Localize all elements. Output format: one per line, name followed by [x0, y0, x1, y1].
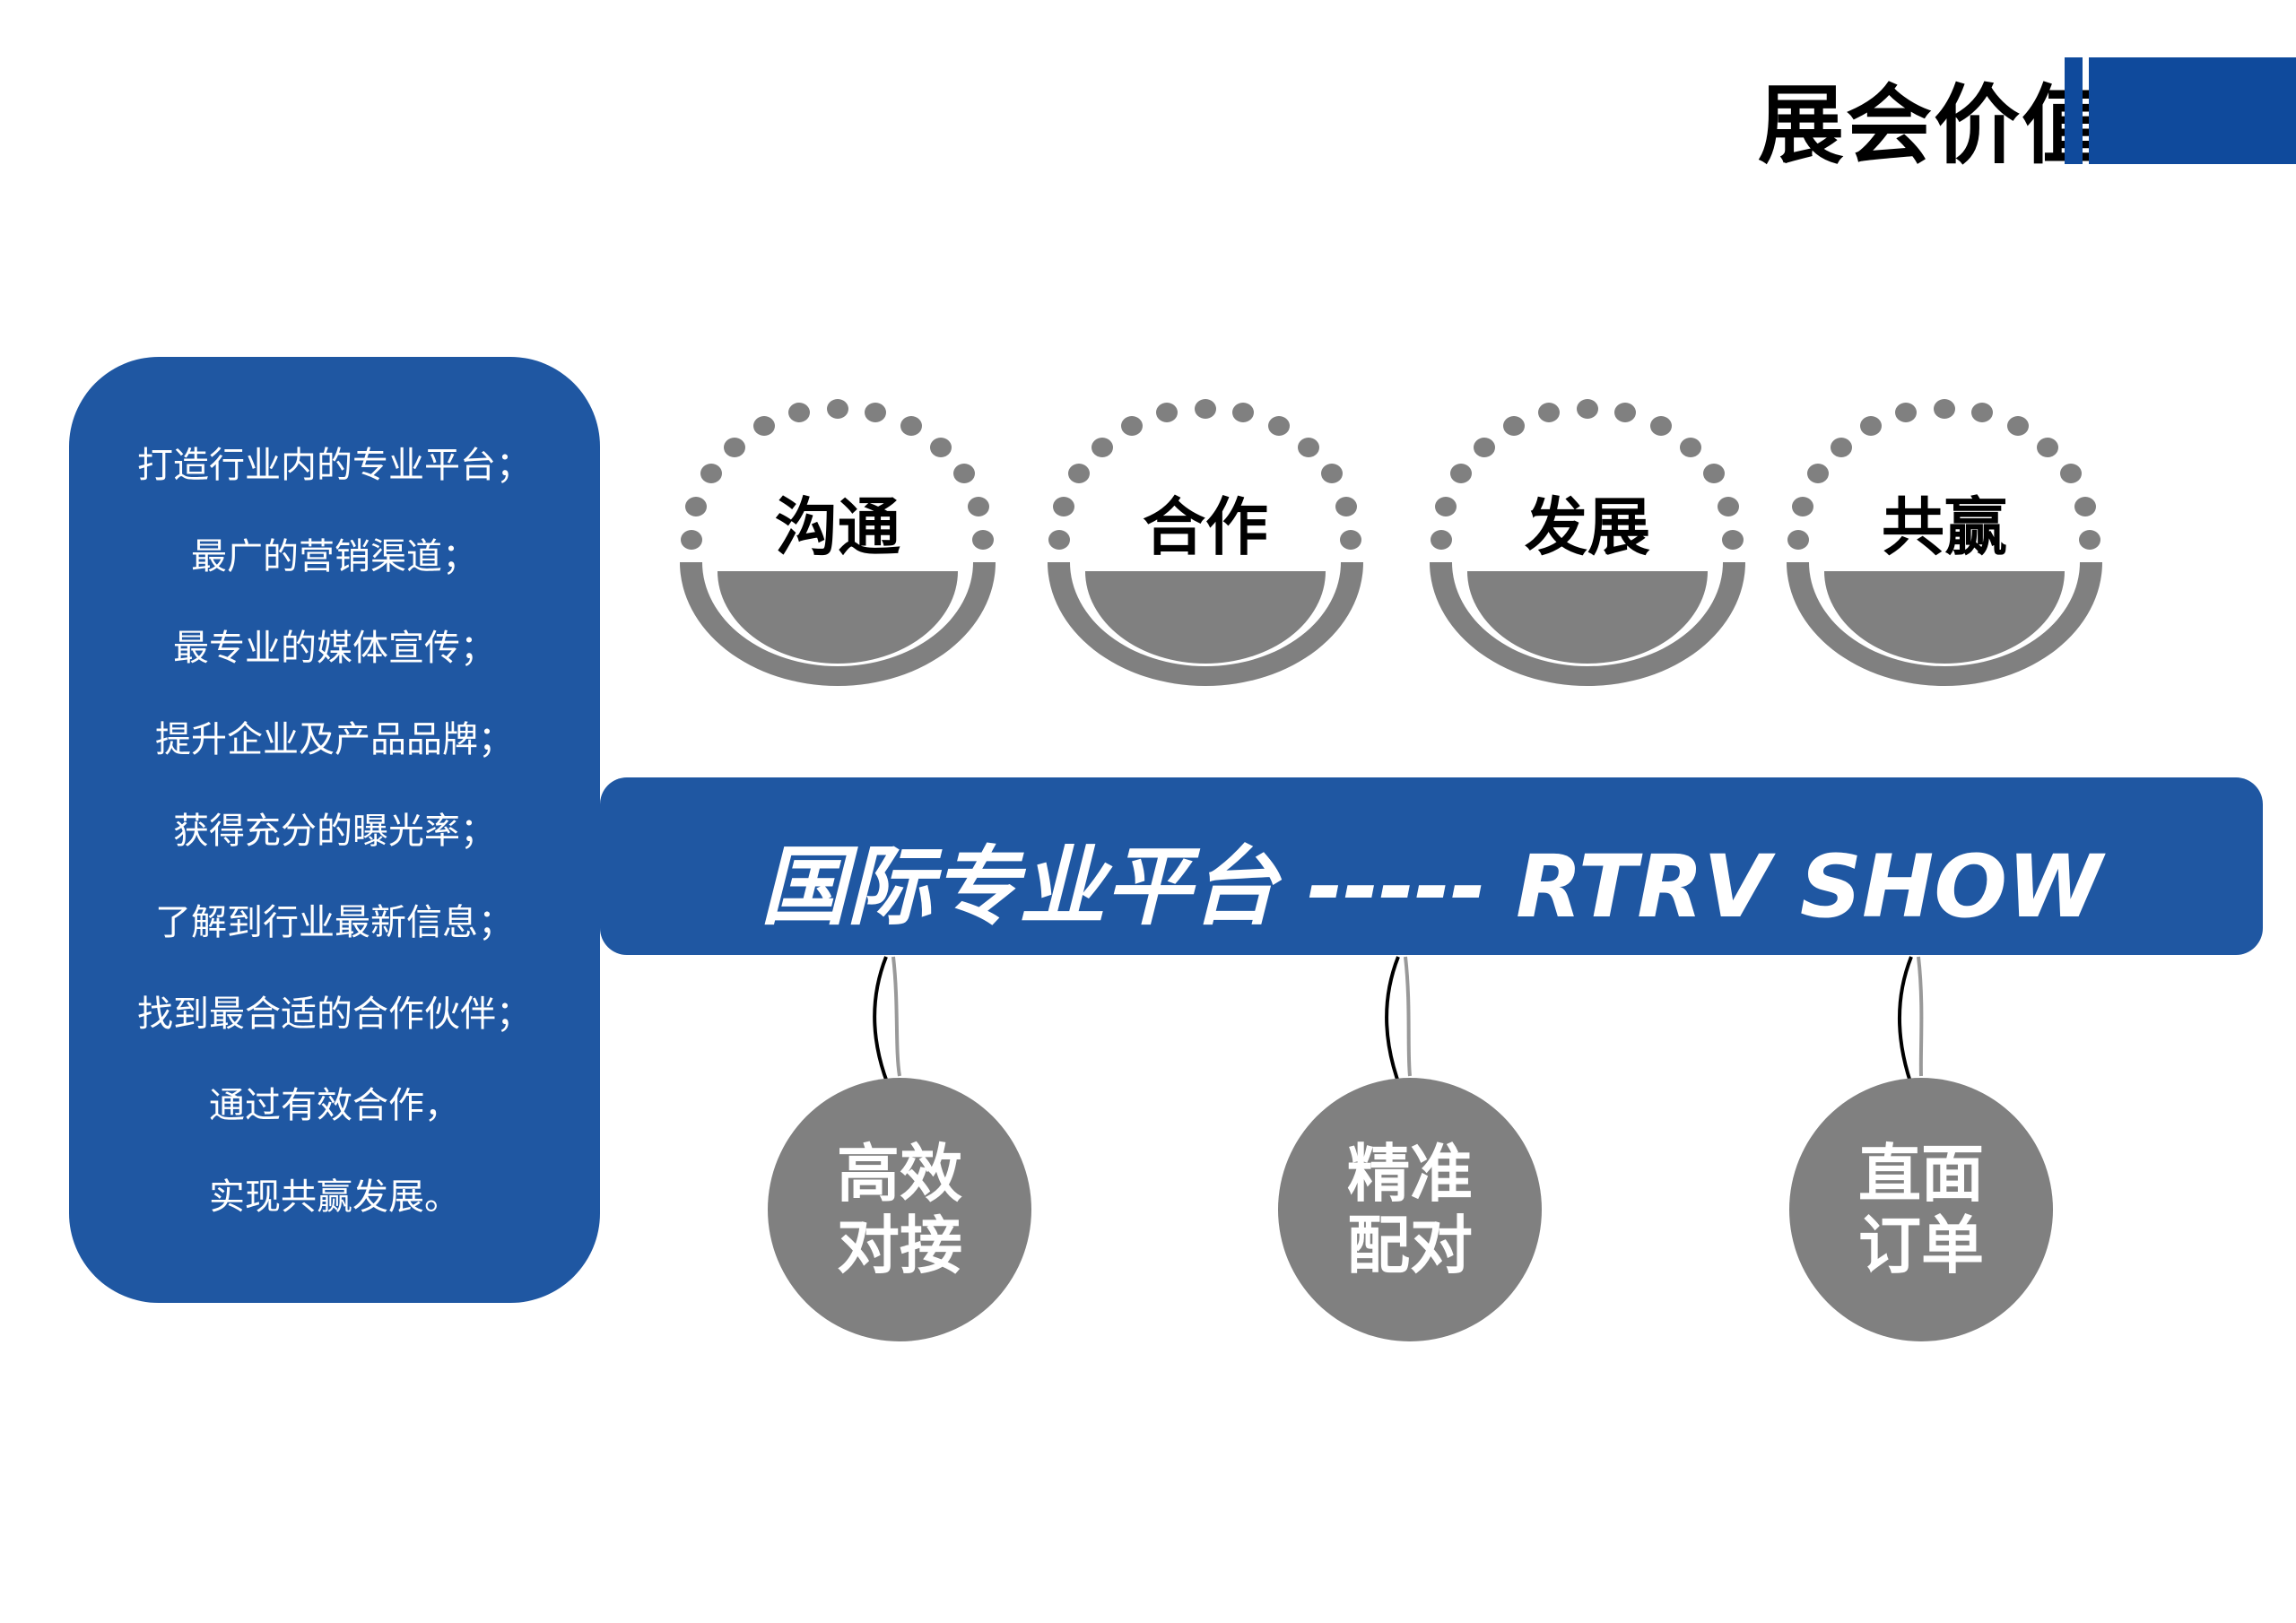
banner-text: 国际专业平台 ----- RTRV SHOW [761, 837, 2102, 937]
dot-icon [2079, 530, 2100, 550]
dot-icon [1068, 464, 1090, 483]
value-label-development: 发展 [1525, 490, 1650, 564]
dot-icon [1450, 464, 1472, 483]
benefit-text: 高效 [837, 1137, 962, 1211]
dot-icon [1335, 497, 1357, 516]
dot-icon [1232, 403, 1254, 422]
dot-icon [1860, 416, 1882, 436]
dot-icon [972, 530, 994, 550]
dot-icon [753, 416, 775, 436]
bowl-fill-icon [718, 571, 958, 664]
dot-icon [1831, 438, 1852, 457]
title-accent-bar-thin [2065, 57, 2083, 164]
benefits-text-panel: 打造行业内的专业平台； 最广的营销渠道； 最专业的媒体宣传； 提升企业及产品品牌… [69, 357, 600, 1303]
dot-icon [1787, 530, 1809, 550]
dot-icon [1435, 497, 1457, 516]
dot-icon [1053, 497, 1074, 516]
benefit-circle-orders: 直面 订单 [1789, 1078, 2053, 1341]
dot-icon [930, 438, 952, 457]
benefit-circle-matching: 精准 配对 [1278, 1078, 1542, 1341]
dot-icon [1971, 403, 1993, 422]
panel-line: 最专业的媒体宣传； [173, 628, 496, 669]
dot-icon [1268, 416, 1290, 436]
dot-icon [1722, 530, 1744, 550]
dot-icon [700, 464, 722, 483]
dot-icon [1474, 438, 1495, 457]
dot-icon [1538, 403, 1560, 422]
dot-icon [1792, 497, 1813, 516]
dot-icon [2037, 438, 2058, 457]
panel-line: 最广的营销渠道； [191, 536, 478, 577]
dot-icon [724, 438, 745, 457]
bowl-ring-icon [680, 562, 996, 686]
value-label-communication: 沟通 [775, 490, 900, 564]
dot-icon [953, 464, 975, 483]
panel-line: 打造行业内的专业平台； [137, 445, 532, 486]
benefit-text: 配对 [1347, 1209, 1473, 1282]
dot-icon [865, 403, 886, 422]
dot-icon [1298, 438, 1319, 457]
panel-line: 找到最合适的合作伙伴； [137, 994, 532, 1035]
dot-icon [1934, 399, 1955, 419]
bowl-ring-icon [1048, 562, 1363, 686]
bowl-fill-icon [1824, 571, 2065, 664]
benefit-circle-efficient: 高效 对接 [768, 1078, 1031, 1341]
dot-icon [2074, 497, 2096, 516]
dot-icon [2060, 464, 2082, 483]
dot-icon [1650, 416, 1672, 436]
hanging-string-icon [1917, 956, 1924, 1077]
dot-icon [1156, 403, 1178, 422]
dot-icon [1577, 399, 1598, 419]
benefit-text: 对接 [837, 1209, 962, 1282]
dot-icon [1340, 530, 1361, 550]
dot-icon [900, 416, 922, 436]
dot-icon [788, 403, 810, 422]
dot-icon [1895, 403, 1917, 422]
dot-icon [1503, 416, 1525, 436]
bowl-fill-icon [1085, 571, 1326, 664]
panel-line: 实现共赢发展。 [209, 1176, 460, 1218]
title-accent-bar [2089, 57, 2296, 164]
panel-line: 了解到行业最新信息； [155, 902, 514, 943]
hanging-string-icon [891, 956, 901, 1077]
dot-icon [1703, 464, 1725, 483]
benefit-text: 订单 [1858, 1209, 1984, 1282]
benefit-text: 直面 [1858, 1137, 1984, 1211]
value-label-cooperation: 合作 [1143, 490, 1268, 564]
panel-line: 提升企业及产品品牌； [155, 719, 514, 760]
benefit-text: 精准 [1347, 1137, 1473, 1211]
dot-icon [681, 530, 702, 550]
panel-line: 获得充分的曝光率； [173, 811, 496, 852]
platform-banner: 国际专业平台 ----- RTRV SHOW [600, 777, 2263, 955]
dot-icon [827, 399, 848, 419]
dot-icon [1321, 464, 1343, 483]
dot-icon [685, 497, 707, 516]
bowl-ring-icon [1430, 562, 1745, 686]
dot-icon [1680, 438, 1701, 457]
dot-icon [1121, 416, 1143, 436]
dot-icon [968, 497, 989, 516]
dot-icon [1431, 530, 1452, 550]
hanging-string-icon [1404, 956, 1412, 1077]
value-label-win-win: 共赢 [1882, 490, 2007, 564]
panel-line: 通过有效合作， [209, 1085, 460, 1126]
dot-icon [1807, 464, 1829, 483]
dot-icon [1048, 530, 1070, 550]
dot-icon [1091, 438, 1113, 457]
dot-icon [1195, 399, 1216, 419]
bowl-ring-icon [1787, 562, 2102, 686]
dot-icon [2007, 416, 2029, 436]
dot-icon [1718, 497, 1739, 516]
page-title: 展会价值 [1758, 75, 2109, 176]
bowl-fill-icon [1467, 571, 1708, 664]
dot-icon [1614, 403, 1636, 422]
